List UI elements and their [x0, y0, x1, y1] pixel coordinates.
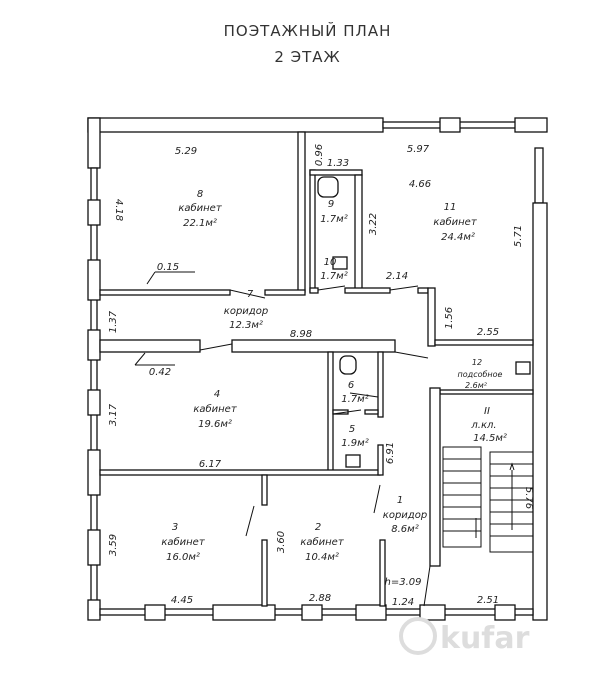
dimension: 1.37	[108, 310, 119, 333]
plan-title: ПОЭТАЖНЫЙ ПЛАН	[223, 22, 392, 40]
room-4-area: 19.6м²	[198, 419, 232, 430]
room-3-area: 16.0м²	[166, 552, 200, 563]
room-11-area: 24.4м²	[441, 232, 475, 243]
room-2-name: кабинет	[300, 536, 345, 548]
dimension: 0.42	[149, 367, 171, 378]
stair-name: л.кл.	[470, 420, 496, 431]
room-6-area: 1.7м²	[341, 394, 368, 405]
walls	[87, 117, 548, 621]
dimension-labels: 5.29 4.18 0.15 0.96 1.33 5.97 4.66 3.22 …	[108, 144, 534, 608]
room-7-number: 7	[247, 289, 254, 300]
dimension: 5.29	[175, 146, 197, 157]
stair-number: II	[484, 406, 490, 417]
dimension: 2.55	[477, 327, 499, 338]
dimension: 8.98	[290, 329, 312, 340]
dimension: 3.60	[276, 531, 287, 553]
room-5-number: 5	[349, 424, 355, 435]
room-9-area: 1.7м²	[320, 214, 347, 225]
room-8-name: кабинет	[178, 202, 223, 214]
watermark: kufar	[399, 617, 530, 656]
room-8-area: 22.1м²	[183, 218, 217, 229]
room-12-area: 2.6м²	[465, 381, 488, 390]
watermark-text: kufar	[440, 621, 530, 656]
room-2-number: 2	[315, 522, 321, 533]
room-1-area: 8.6м²	[391, 524, 418, 535]
room-12-number: 12	[472, 358, 482, 367]
dimension: 2.88	[309, 593, 331, 604]
dimension: 1.33	[327, 158, 349, 169]
dimension: 3.17	[108, 403, 119, 426]
dimension: 6.17	[199, 459, 222, 470]
dimension: 4.45	[171, 595, 193, 606]
dimension: 1.24	[392, 597, 414, 608]
dimension: 2.14	[386, 271, 408, 282]
room-labels: 8 кабинет 22.1м² 9 1.7м² 10 1.7м² 11 каб…	[161, 189, 507, 563]
dimension: 0.15	[157, 262, 179, 273]
room-1-name: коридор	[383, 510, 427, 521]
room-10-number: 10	[324, 257, 337, 268]
room-4-number: 4	[214, 389, 220, 400]
room-3-name: кабинет	[161, 536, 206, 548]
room-11-name: кабинет	[433, 216, 478, 228]
room-6-number: 6	[348, 380, 354, 391]
room-9-number: 9	[328, 199, 334, 210]
room-5-area: 1.9м²	[341, 438, 368, 449]
kufar-logo-icon	[399, 617, 437, 655]
room-12-name: подсобное	[458, 370, 503, 379]
stair-area: 14.5м²	[473, 433, 507, 444]
dimension: 4.18	[113, 199, 124, 221]
dimension: 6.91	[385, 442, 396, 464]
dimension: 4.66	[409, 179, 431, 190]
dimension: 5.97	[407, 144, 430, 155]
dimension: 1.56	[444, 307, 455, 329]
dimension: 2.51	[477, 595, 499, 606]
room-7-name: коридор	[224, 306, 268, 317]
room-7-area: 12.3м²	[229, 320, 263, 331]
room-2-area: 10.4м²	[305, 552, 339, 563]
dimension: 0.96	[314, 144, 325, 166]
dimension: 5.76	[523, 487, 534, 509]
room-11-number: 11	[444, 202, 457, 213]
doors	[134, 271, 431, 607]
dimension: 3.59	[108, 534, 119, 556]
room-1-number: 1	[397, 495, 403, 506]
room-3-number: 3	[172, 522, 178, 533]
floor-label: 2 ЭТАЖ	[274, 48, 341, 66]
room-10-area: 1.7м²	[320, 271, 347, 282]
ceiling-height: h=3.09	[385, 577, 422, 588]
dimension: 3.22	[368, 213, 379, 235]
dimension: 5.71	[513, 225, 524, 247]
staircase	[442, 446, 534, 553]
room-8-number: 8	[197, 189, 203, 200]
room-4-name: кабинет	[193, 403, 238, 415]
